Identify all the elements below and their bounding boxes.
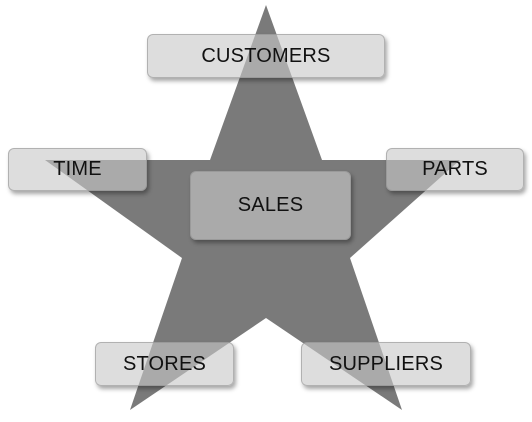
sales-label: SALES [237,194,304,216]
sales-node: SALES [190,171,351,240]
customers-label: CUSTOMERS [201,44,331,67]
parts-node: PARTS [386,148,524,191]
suppliers-node: SUPPLIERS [301,342,471,386]
customers-node: CUSTOMERS [147,34,385,78]
time-label: TIME [53,158,102,180]
suppliers-label: SUPPLIERS [328,352,444,375]
stores-label: STORES [122,352,207,375]
parts-label: PARTS [422,158,488,180]
stores-node: STORES [95,342,234,386]
time-node: TIME [8,148,147,191]
